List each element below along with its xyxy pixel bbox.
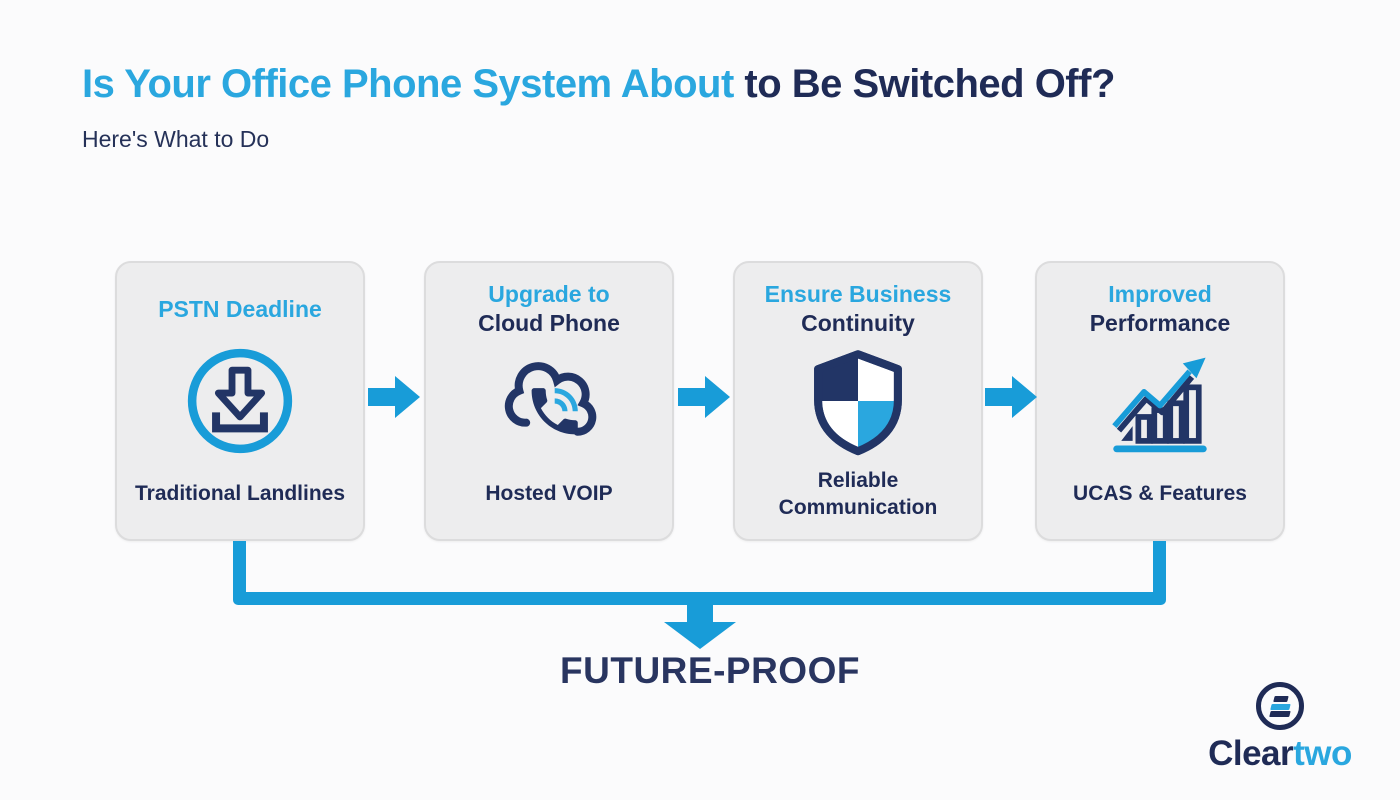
step-caption: UCAS & Features — [1073, 482, 1247, 506]
page-title-highlight: Is Your Office Phone System About — [82, 62, 745, 106]
step-card-business-continuity: Ensure Business Continuity Reliable Comm… — [733, 261, 983, 541]
step-heading-line: Ensure Business — [764, 281, 952, 308]
right-arrow-icon — [678, 376, 730, 418]
step-caption: Traditional Landlines — [134, 482, 346, 506]
step-heading-line: Continuity — [801, 310, 915, 336]
step-caption: Hosted VOIP — [485, 482, 613, 506]
step-heading-line: PSTN Deadline — [158, 295, 322, 322]
result-label: FUTURE-PROOF — [560, 650, 860, 691]
step-heading: PSTN Deadline — [158, 279, 322, 339]
logo-bar — [1269, 711, 1291, 717]
download-icon — [183, 339, 297, 463]
step-card-improved-performance: Improved Performance UCAS & Features — [1035, 261, 1285, 541]
shield-icon — [801, 339, 915, 463]
connector-line-left — [233, 541, 246, 605]
chart-growth-icon — [1103, 339, 1217, 463]
down-arrow-icon — [664, 622, 736, 649]
step-heading: Upgrade to Cloud Phone — [478, 279, 620, 339]
page-subtitle: Here's What to Do — [82, 126, 270, 152]
brand-name-dark: Clear — [1208, 734, 1294, 773]
step-heading-line: Upgrade to — [488, 281, 610, 308]
step-heading: Ensure Business Continuity — [765, 279, 952, 339]
brand-name: Cleartwo — [1180, 734, 1380, 774]
step-heading-line: Performance — [1089, 310, 1231, 336]
step-heading: Improved Performance — [1090, 279, 1231, 339]
step-card-cloud-phone: Upgrade to Cloud Phone Hosted VOIP — [424, 261, 674, 541]
cloud-phone-icon — [492, 339, 606, 463]
brand-block: Cleartwo — [1180, 682, 1380, 774]
connector-line-right — [1153, 541, 1166, 605]
logo-bar — [1273, 696, 1289, 702]
step-caption: Reliable Communication — [778, 468, 938, 519]
cleartwo-logo-icon — [1256, 682, 1304, 730]
step-card-pstn-deadline: PSTN Deadline Traditional Landlines — [115, 261, 365, 541]
brand-name-light: two — [1293, 734, 1352, 773]
step-heading-line: Improved — [1108, 281, 1212, 308]
page-title-rest: to Be Switched Off? — [744, 62, 1115, 106]
logo-bar — [1270, 703, 1291, 709]
down-arrow-stem — [687, 603, 713, 623]
right-arrow-icon — [985, 376, 1037, 418]
connector-line-horizontal — [238, 592, 1161, 605]
step-heading-line: Cloud Phone — [478, 310, 620, 336]
page-title: Is Your Office Phone System About to Be … — [82, 62, 1115, 107]
right-arrow-icon — [368, 376, 420, 418]
